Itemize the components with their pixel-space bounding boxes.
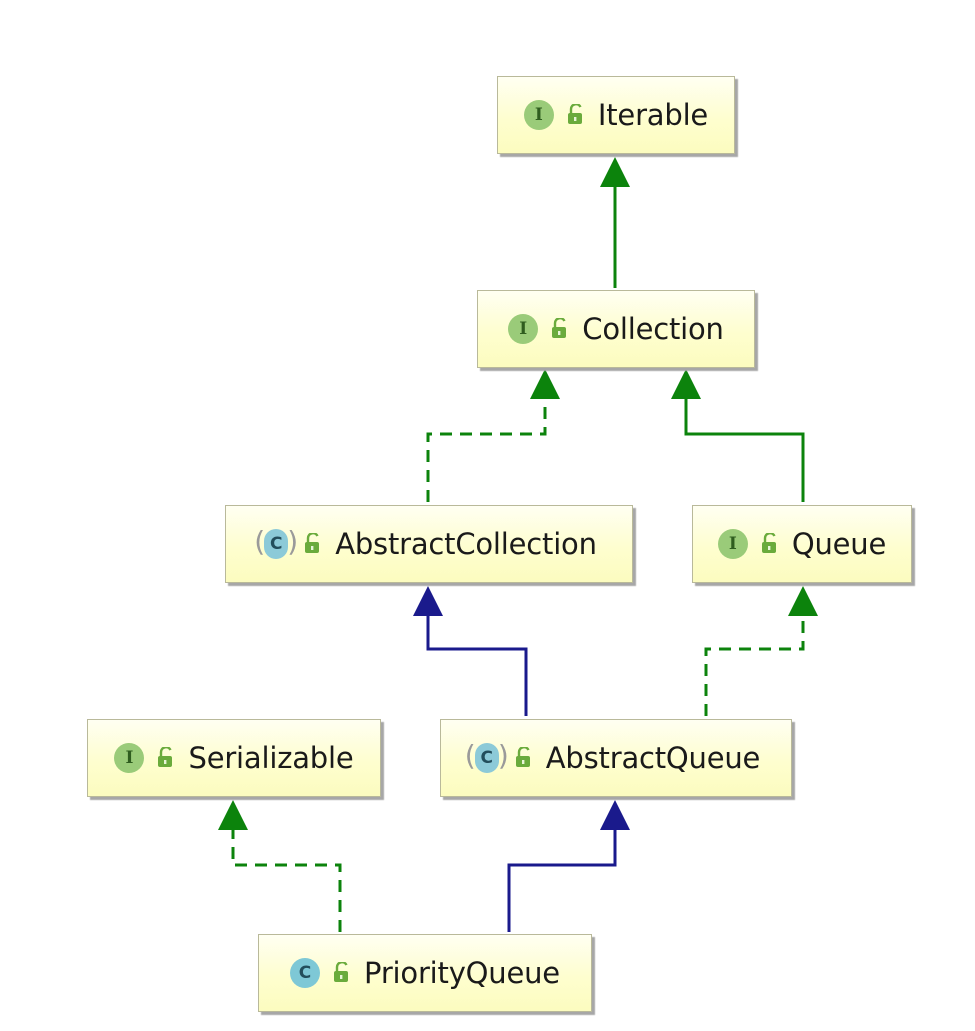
class-name-label: PriorityQueue: [364, 956, 560, 990]
unlocked-padlock-icon: [158, 747, 173, 767]
class-name-label: Queue: [791, 527, 887, 561]
node-abstract-collection[interactable]: ( C ) AbstractCollection: [225, 505, 633, 583]
edge-abstractqueue-extends-abstractcollection: [426, 616, 528, 716]
node-serializable[interactable]: I Serializable: [87, 719, 381, 797]
unlocked-padlock-icon: [552, 318, 567, 338]
unlocked-padlock-icon: [305, 533, 320, 553]
arrowhead-collection-left: [530, 369, 560, 399]
class-icon: C: [290, 958, 321, 988]
interface-icon: I: [523, 100, 554, 130]
interface-icon: I: [508, 314, 539, 344]
arrowhead-iterable: [600, 157, 630, 187]
class-name-label: AbstractCollection: [335, 527, 597, 561]
unlocked-padlock-icon: [515, 747, 530, 767]
edge-abstractcollection-implements-collection: [426, 399, 547, 502]
edge-abstractqueue-implements-queue: [704, 616, 805, 716]
unlocked-padlock-icon: [334, 962, 349, 982]
node-collection[interactable]: I Collection: [477, 290, 755, 368]
edge-queue-extends-collection: [684, 399, 805, 502]
node-queue[interactable]: I Queue: [692, 505, 912, 583]
edge-priorityqueue-implements-serializable: [231, 830, 342, 932]
unlocked-padlock-icon: [761, 533, 776, 553]
unlocked-padlock-icon: [567, 104, 582, 124]
edge-priorityqueue-extends-abstractqueue: [507, 830, 617, 932]
arrowhead-abstractqueue: [600, 800, 630, 830]
node-priority-queue[interactable]: C PriorityQueue: [258, 934, 592, 1012]
class-name-label: AbstractQueue: [545, 741, 761, 775]
arrowhead-abstractcollection: [413, 586, 443, 616]
class-name-label: Iterable: [597, 98, 709, 132]
abstract-class-icon: ( C ): [464, 739, 509, 773]
abstract-class-icon: ( C ): [254, 525, 299, 559]
interface-icon: I: [717, 529, 748, 559]
class-name-label: Serializable: [188, 741, 354, 775]
node-iterable[interactable]: I Iterable: [497, 76, 735, 154]
node-abstract-queue[interactable]: ( C ) AbstractQueue: [440, 719, 792, 797]
interface-icon: I: [114, 743, 145, 773]
arrowhead-collection-right: [671, 369, 701, 399]
class-name-label: Collection: [582, 312, 724, 346]
arrowhead-serializable: [218, 800, 248, 830]
arrowhead-queue: [788, 586, 818, 616]
